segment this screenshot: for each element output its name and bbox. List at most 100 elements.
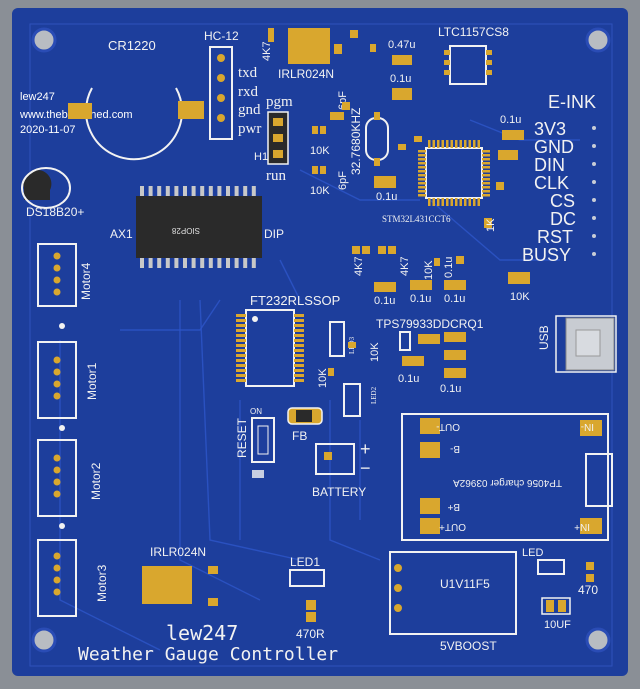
- mcu-pin: [446, 198, 449, 206]
- cap-6pf-bottom-label: 6pF: [337, 171, 349, 190]
- mcu-pin: [446, 140, 449, 148]
- h1-label: H1: [254, 151, 268, 163]
- ft232-pin: [294, 314, 304, 317]
- cap-01u-mid-v-label: 0.1u: [443, 257, 455, 278]
- ax1-label: AX1: [110, 227, 133, 241]
- eink-pin-clk: CLK: [534, 173, 569, 193]
- eink-pin-3v3: 3V3: [534, 119, 566, 139]
- dip-label: DIP: [264, 227, 284, 241]
- cap-01u-top-label: 0.1u: [390, 73, 411, 85]
- reset-switch: RESET ON: [235, 407, 275, 478]
- ft232-pin: [294, 319, 304, 322]
- eink-pin-busy: BUSY: [522, 245, 571, 265]
- mcu-pin: [482, 170, 490, 173]
- ft232-pin: [294, 369, 304, 372]
- mcu-pin: [418, 158, 426, 161]
- ax1-pin: [165, 258, 170, 268]
- ax1-pin: [234, 258, 239, 268]
- ft232-pin: [294, 379, 304, 382]
- cap-01u-mid-b-label: 0.1u: [410, 293, 431, 305]
- motor3-label: Motor3: [95, 564, 109, 602]
- watermark-date: 2020-11-07: [20, 124, 75, 136]
- mcu-pin: [418, 182, 426, 185]
- ax1-pin: [234, 186, 239, 196]
- r10k-led2-label: 10K: [317, 368, 329, 388]
- cap-047u-label: 0.47u: [388, 39, 416, 51]
- caps-top: 0.47u 0.1u: [370, 39, 416, 100]
- mcu-pin: [450, 198, 453, 206]
- r10k-a-label: 10K: [310, 145, 330, 157]
- motor1-connector: Motor1: [37, 341, 99, 431]
- leds-status: LED3 10K 10K LED2: [317, 321, 381, 417]
- ax1-pin: [208, 186, 213, 196]
- ax1-pin: [157, 258, 162, 268]
- ds18b20: DS18B20+: [21, 167, 84, 219]
- gnd-label: gnd: [238, 102, 261, 118]
- cap-01u-ldo-b-label: 0.1u: [440, 383, 461, 395]
- ft232-pin: [236, 324, 246, 327]
- mcu-pin: [477, 198, 480, 206]
- ax1-chip: AX1 DIP SIOP28: [110, 186, 284, 268]
- mcu-pin: [482, 190, 490, 193]
- ft232-pin: [294, 374, 304, 377]
- run-label: run: [266, 168, 286, 184]
- txd-label: txd: [238, 65, 258, 81]
- ax1-pin: [191, 258, 196, 268]
- ft232-pin: [294, 324, 304, 327]
- ltc1157: LTC1157CS8: [438, 25, 509, 85]
- motor2-connector: Motor2: [37, 439, 103, 529]
- ax1-pin: [140, 186, 144, 196]
- ax1-pin: [183, 186, 187, 196]
- crystal-label: 32.7680KHZ: [349, 108, 363, 175]
- ax1-pin: [226, 258, 230, 268]
- tps-ldo: TPS79933DDCRQ1 0.1u 0.1u: [376, 317, 484, 395]
- ldo-label: TPS79933DDCRQ1: [376, 317, 484, 331]
- boost-module: U1V11F5 5VBOOST: [389, 551, 517, 653]
- mcu-pin: [464, 140, 467, 148]
- out-minus-label: OUT-: [436, 421, 460, 432]
- eink-pin-dc: DC: [550, 209, 576, 229]
- hc12-label: HC-12: [204, 29, 239, 43]
- mcu-pin: [482, 182, 490, 185]
- mcu-pin: [418, 150, 426, 153]
- ft232-chip: FT232RLSSOP: [236, 293, 340, 387]
- ax1-pin: [165, 186, 170, 196]
- ft232-pin: [236, 354, 246, 357]
- mcu-pin: [468, 198, 471, 206]
- board-title: Weather Gauge Controller: [78, 644, 338, 665]
- r470r-label: 470R: [296, 627, 325, 641]
- ax1-pin: [243, 186, 248, 196]
- mcu-pin: [418, 174, 426, 177]
- mcu-stm32: STM32L431CCT6: [382, 136, 490, 224]
- ax1-pin: [217, 186, 222, 196]
- mcu-pin: [482, 162, 490, 165]
- mcu-pin: [450, 140, 453, 148]
- mcu-pin: [418, 162, 426, 165]
- mcu-pin: [418, 194, 426, 197]
- mosfet-bottom: IRLR024N: [142, 545, 218, 606]
- mcu-pin: [437, 140, 440, 148]
- ft232-pin: [236, 349, 246, 352]
- motor4-connector: Motor4: [37, 243, 93, 329]
- battery-label: BATTERY: [312, 485, 366, 499]
- mosfet-top: 4K7 IRLR024N: [261, 28, 358, 81]
- eink-pin-cs: CS: [550, 191, 575, 211]
- mcu-pin: [441, 198, 444, 206]
- regulator-label: LTC1157CS8: [438, 25, 509, 39]
- mcu-pin: [441, 140, 444, 148]
- mcu-pin: [482, 154, 490, 157]
- r4k7-mid-a-label: 4K7: [353, 256, 365, 276]
- ft232-pin: [294, 329, 304, 332]
- motor2-label: Motor2: [89, 462, 103, 500]
- ft232-pin: [236, 334, 246, 337]
- ax1-pin: [148, 186, 153, 196]
- r10k-right-label: 10K: [510, 291, 530, 303]
- mcu-pin: [455, 140, 458, 148]
- mcu-pin: [418, 166, 426, 169]
- mcu-pin: [437, 198, 440, 206]
- pgm-label: pgm: [266, 94, 293, 110]
- mcu-pin: [464, 198, 467, 206]
- battery-plus: +: [360, 439, 371, 459]
- led1-label: LED1: [290, 555, 320, 569]
